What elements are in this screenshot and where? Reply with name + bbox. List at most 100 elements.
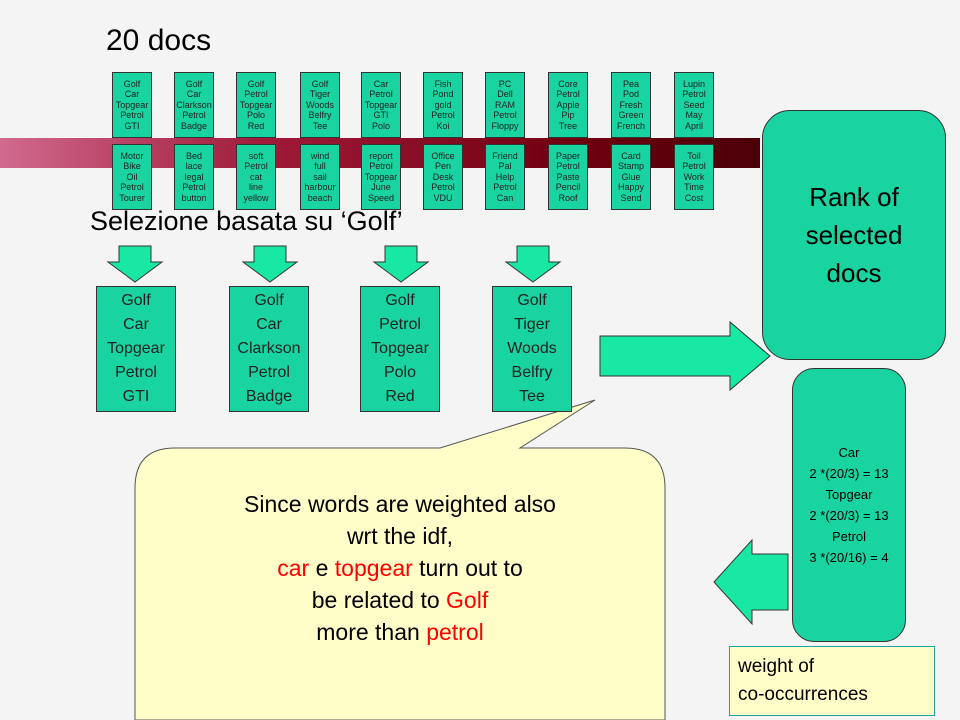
doc-word: RAM [495,99,515,110]
doc-word: Toil [687,150,701,161]
legend-box: weight of co-occurrences [729,646,935,716]
doc-word: Petrol [556,161,580,172]
rank-line: selected [805,220,903,250]
right-arrow [599,320,771,392]
doc-word: Topgear [239,99,273,110]
doc-word: Golf [121,292,151,309]
doc-word: Work [683,171,705,182]
doc-word: Petrol [556,89,580,100]
left-arrow [713,538,789,626]
doc-word: Petrol [431,182,455,193]
doc-word: Petrol [493,182,517,193]
doc-word: Car [186,89,202,100]
doc-word: Belfry [511,364,553,381]
doc-word: line [248,182,263,193]
callout-word: e [315,555,329,581]
legend-line: weight of [738,656,815,677]
doc-word: Koi [436,120,450,131]
doc-word: Dell [497,89,513,100]
weight-term: Car [838,445,860,460]
doc-word: Paper [555,150,581,161]
doc-word: Time [684,182,704,193]
rank-box: Rank of selected docs [762,110,946,360]
doc-word: harbour [304,182,336,193]
doc-word: Tourer [119,192,145,203]
doc-word: wind [310,150,330,161]
doc-word: lace [185,161,203,172]
doc-word: Topgear [107,340,165,357]
doc-word: PC [498,78,512,89]
doc-word: Petrol [369,89,393,100]
doc-word: VDU [433,192,453,203]
doc-word: Golf [185,78,203,89]
doc-word: Roof [558,192,578,203]
doc-word: Bed [185,150,202,161]
doc-word: Card [621,150,641,161]
legend-line: co-occurrences [738,684,868,705]
doc-word: Pip [561,110,575,121]
doc-word: Belfry [308,110,332,121]
doc-word: Woods [306,99,334,110]
doc-word: Badge [180,120,208,131]
doc-word: Happy [617,182,644,193]
doc-word: May [685,110,703,121]
doc-word: Woods [507,340,557,357]
doc-word: Oil [126,171,138,182]
doc-word: Pond [432,89,454,100]
doc-word: Red [247,120,265,131]
doc-word: Petrol [244,161,268,172]
callout-line-5: more than petrol [140,616,660,648]
doc-word: Petrol [379,316,421,333]
weight-term: Petrol [832,529,866,544]
callout-line-1: Since words are weighted also [244,491,556,517]
doc-word: Apple [556,99,580,110]
weights-box: Car 2 *(20/3) = 13 Topgear 2 *(20/3) = 1… [792,368,906,642]
doc-word: Tiger [514,316,550,333]
doc-word: Can [496,192,514,203]
doc-word: GTI [122,388,150,405]
doc-word: Petrol [182,182,206,193]
doc-word: Tree [558,120,578,131]
doc-word: Fish [434,78,452,89]
doc-word: Pen [434,161,451,172]
callout-line-4: be related to Golf [140,584,660,616]
weight-formula: 2 *(20/3) = 13 [809,466,889,481]
doc-word: Polo [383,364,417,381]
doc-word: Office [431,150,455,161]
doc-word: Stamp [617,161,644,172]
doc-word: Red [385,388,415,405]
doc-word: sail [313,171,327,182]
doc-word: Topgear [364,99,398,110]
doc-word: French [616,120,645,131]
weight-formula: 3 *(20/16) = 4 [809,550,889,565]
weight-term: Topgear [825,487,873,502]
doc-word: Seed [683,99,705,110]
doc-word: Green [618,110,644,121]
rank-line: docs [826,258,882,288]
rank-line: Rank of [809,182,899,212]
doc-word: Tee [312,120,328,131]
doc-word: Petrol [115,364,157,381]
callout-word: be related to [311,587,440,613]
doc-word: Topgear [364,171,398,182]
doc-word: Pencil [555,182,581,193]
doc-word: Topgear [115,99,149,110]
doc-word: Send [620,192,642,203]
doc-word: Car [124,89,140,100]
doc-word: Clarkson [176,99,212,110]
doc-word: Petrol [120,110,144,121]
doc-word: Petrol [682,161,706,172]
